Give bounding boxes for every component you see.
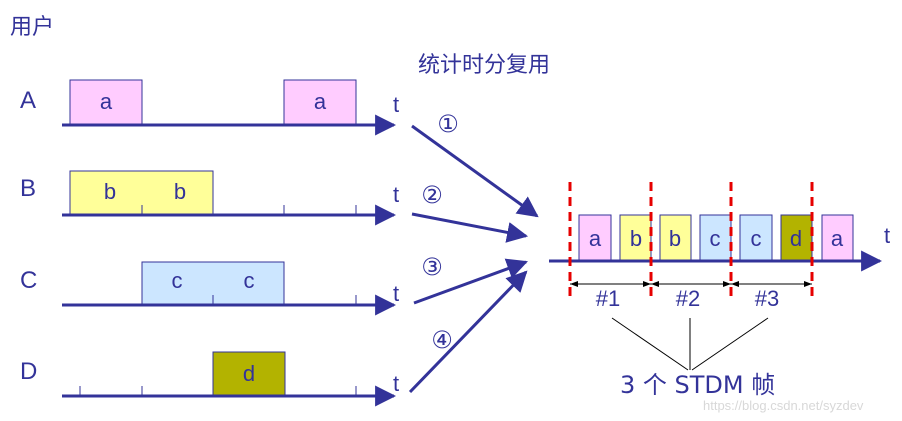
slot-c-2-label: c	[172, 268, 183, 293]
user-row-a: A a a t	[20, 79, 399, 136]
pointer-frame-1	[611, 317, 689, 371]
arrow-4	[408, 270, 528, 394]
time-label-c: t	[393, 281, 399, 306]
arrow-1	[411, 124, 539, 218]
slot-a-4-label: a	[314, 89, 327, 114]
user-row-d: D d t	[20, 351, 399, 407]
frame-spans: #1 #2 #3	[570, 281, 812, 311]
stdm-slot-3-label: b	[669, 226, 681, 251]
watermark: https://blog.csdn.net/syzdev	[703, 398, 864, 413]
arrow-2	[411, 212, 529, 243]
time-label-b: t	[393, 182, 399, 207]
user-name-c: C	[20, 267, 37, 294]
stdm-stream: a b b c c d a t	[549, 214, 890, 272]
stdm-slot-1-label: a	[589, 226, 602, 251]
user-name-a: A	[20, 87, 36, 114]
stdm-slot-4-label: c	[710, 226, 721, 251]
stdm-slot-2-label: b	[630, 226, 642, 251]
caption-pointers	[611, 317, 769, 371]
slot-c-3-label: c	[244, 268, 255, 293]
pointer-frame-3	[691, 317, 769, 371]
stdm-caption: 3 个 STDM 帧	[620, 371, 775, 399]
user-name-b: B	[20, 175, 36, 202]
frame-label-2: #2	[676, 286, 700, 311]
stdm-slot-5-label: c	[751, 226, 762, 251]
frame-label-3: #3	[755, 286, 779, 311]
slot-d-3-label: d	[243, 361, 255, 386]
stdm-slot-5	[739, 214, 773, 261]
frame-label-1: #1	[596, 286, 620, 311]
slot-a-4	[283, 79, 357, 125]
frame-dividers	[568, 182, 814, 298]
stdm-slot-7-label: a	[831, 226, 844, 251]
user-name-d: D	[20, 358, 37, 385]
slot-a-1-label: a	[100, 89, 113, 114]
converging-arrows: ① ② ③ ④	[408, 110, 539, 394]
stdm-slot-6	[780, 214, 813, 261]
stdm-time-label: t	[884, 223, 890, 248]
users-label: 用户	[10, 15, 54, 40]
method-label: 统计时分复用	[418, 53, 550, 78]
stdm-slot-1	[578, 214, 612, 261]
channel-marker-1: ①	[437, 110, 459, 138]
user-row-c: C c c t	[20, 261, 399, 316]
channel-marker-3: ③	[421, 253, 443, 281]
slot-a-1	[69, 79, 143, 125]
stdm-slot-3	[659, 214, 692, 261]
slot-d-3	[212, 351, 286, 397]
arrow-3	[413, 258, 528, 305]
time-label-d: t	[393, 371, 399, 396]
slot-b-1-label: b	[104, 179, 116, 204]
channel-marker-4: ④	[431, 326, 453, 354]
slot-b-2-label: b	[174, 179, 186, 204]
channel-marker-2: ②	[421, 181, 443, 209]
user-row-b: B b b t	[20, 170, 399, 226]
stdm-slot-6-label: d	[790, 226, 802, 251]
stdm-slot-7	[821, 214, 854, 261]
stdm-slot-4	[699, 214, 732, 261]
time-label-a: t	[393, 92, 399, 117]
